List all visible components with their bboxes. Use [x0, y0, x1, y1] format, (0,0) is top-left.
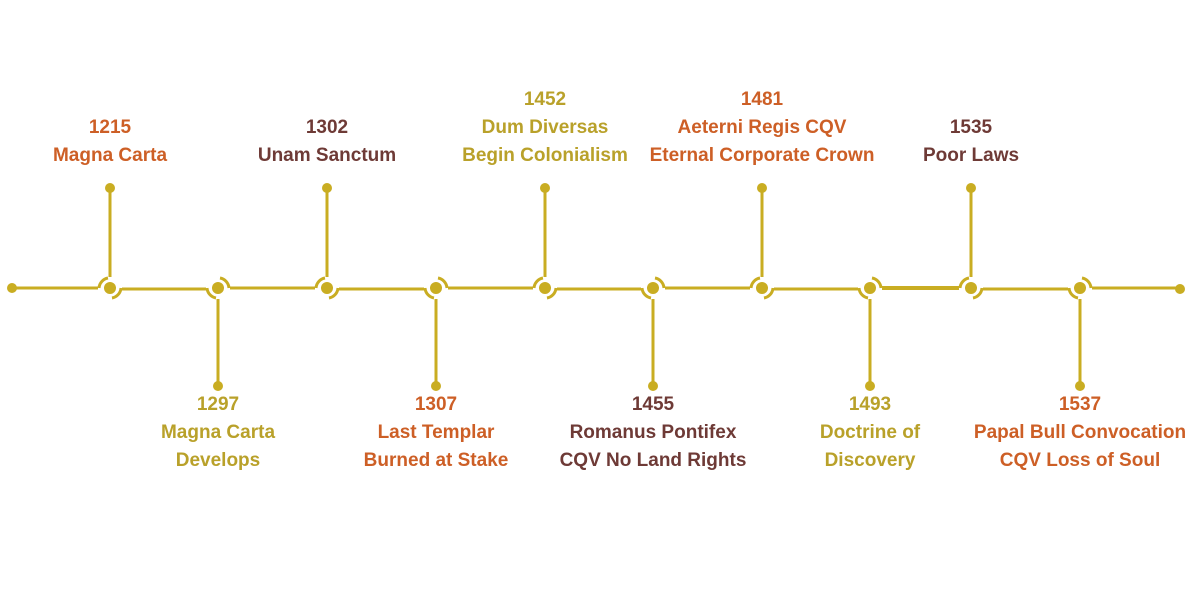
node-arc [219, 276, 231, 289]
event-title: Develops [175, 450, 261, 471]
event-year: 1537 [1058, 394, 1102, 415]
event-year: 1302 [305, 117, 349, 138]
node-arc [328, 287, 340, 300]
node-arc [205, 287, 217, 300]
event-title: CQV Loss of Soul [999, 450, 1161, 471]
event-year: 1215 [88, 117, 132, 138]
node-dot [864, 282, 876, 294]
event-title: Doctrine of [819, 422, 921, 443]
node-dot [212, 282, 224, 294]
event-title: Eternal Corporate Crown [649, 145, 875, 166]
event-title: Romanus Pontifex [569, 422, 737, 443]
stem-end-dot [540, 183, 550, 193]
node-arc [640, 287, 652, 300]
node-arc [314, 276, 326, 289]
event-title: Dum Diversas [481, 117, 609, 138]
node-dot [1074, 282, 1086, 294]
node-arc [1081, 276, 1093, 289]
node-arc [871, 276, 883, 289]
node-arc [857, 287, 869, 300]
event-year: 1535 [949, 117, 993, 138]
node-dot [756, 282, 768, 294]
stem-end-dot [648, 381, 658, 391]
event-title: CQV No Land Rights [559, 450, 747, 471]
stem-end-dot [105, 183, 115, 193]
stem-end-dot [757, 183, 767, 193]
event-title: Unam Sanctum [257, 145, 397, 166]
node-dot [539, 282, 551, 294]
event-year: 1455 [631, 394, 675, 415]
stem-end-dot [966, 183, 976, 193]
event-year: 1493 [848, 394, 892, 415]
node-arc [763, 287, 775, 300]
node-arc [437, 276, 449, 289]
stem-end-dot [865, 381, 875, 391]
event-title: Magna Carta [52, 145, 168, 166]
node-arc [97, 276, 109, 289]
stem-end-dot [322, 183, 332, 193]
event-title: Magna Carta [160, 422, 276, 443]
stem-end-dot [431, 381, 441, 391]
node-dot [321, 282, 333, 294]
event-title: Discovery [824, 450, 916, 471]
node-arc [111, 287, 123, 300]
node-arc [546, 287, 558, 300]
event-title: Aeterni Regis CQV [677, 117, 847, 138]
node-arc [749, 276, 761, 289]
node-arc [958, 276, 970, 289]
node-dot [104, 282, 116, 294]
event-title: Last Templar [377, 422, 495, 443]
event-title: Burned at Stake [363, 450, 509, 471]
node-arc [654, 276, 666, 289]
node-arc [972, 287, 984, 300]
event-title: Papal Bull Convocation [973, 422, 1187, 443]
node-arc [423, 287, 435, 300]
node-arc [1067, 287, 1079, 300]
event-year: 1481 [740, 89, 784, 110]
node-dot [430, 282, 442, 294]
event-year: 1307 [414, 394, 458, 415]
node-arc [532, 276, 544, 289]
stem-end-dot [1075, 381, 1085, 391]
event-title: Poor Laws [922, 145, 1020, 166]
node-dot [965, 282, 977, 294]
stem-end-dot [213, 381, 223, 391]
event-year: 1452 [523, 89, 567, 110]
event-year: 1297 [196, 394, 240, 415]
node-dot [647, 282, 659, 294]
event-title: Begin Colonialism [462, 145, 628, 166]
